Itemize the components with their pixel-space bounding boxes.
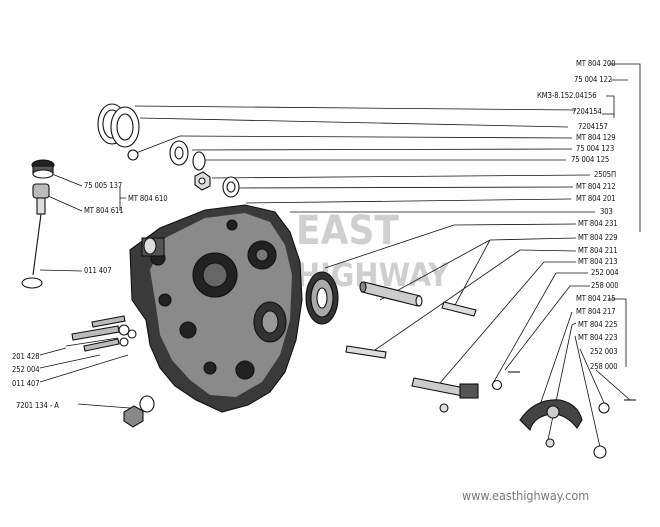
- label-mt-804-129: MT 804 129: [576, 133, 615, 142]
- drain-plug: [123, 395, 155, 428]
- label-mt-804-217: MT 804 217: [576, 307, 615, 316]
- label-258-000-b: 258 000: [590, 362, 618, 371]
- label-mt-804-213: MT 804 213: [578, 257, 617, 266]
- breather-cap: [31, 159, 55, 179]
- dipstick: [21, 183, 50, 289]
- label-mt-804-229: MT 804 229: [578, 233, 617, 242]
- ball-bearing: [305, 271, 339, 325]
- label-mt-804-215: MT 804 215: [576, 294, 615, 303]
- nut: [194, 171, 211, 191]
- label-75-005-137: 75 005 137: [84, 181, 122, 190]
- watermark-east: EAST: [296, 208, 399, 254]
- label-011-407-top: 011 407: [84, 266, 112, 275]
- label-75-004-125: 75 004 125: [571, 155, 609, 164]
- leader-lines: [39, 105, 631, 448]
- label-7204157: 7204157: [578, 122, 608, 131]
- label-mt-804-212: MT 804 212: [576, 182, 615, 191]
- shift-fork: [519, 399, 583, 448]
- shaft-pin-1: [441, 301, 477, 317]
- label-mt-804-211: MT 804 211: [578, 246, 617, 255]
- shaft-pin-2: [345, 345, 387, 359]
- label-mt-804-611: MT 804 611: [84, 206, 123, 215]
- shaft-large: [359, 281, 423, 307]
- small-ring-3: [593, 445, 607, 459]
- oil-seal: [169, 140, 206, 171]
- label-201-428: 201 428: [12, 352, 40, 361]
- o-ring: [127, 149, 139, 161]
- label-252-004: 252 004: [591, 268, 619, 277]
- label-mt-804-201: MT 804 201: [576, 194, 615, 203]
- part-labels-right: MT 804 200 75 004 122 КМЗ-8.152.04156 72…: [537, 59, 619, 371]
- label-75-004-123: 75 004 123: [576, 144, 614, 153]
- part-labels-left: 75 005 137 MT 804 611 MT 804 610 011 407…: [12, 181, 168, 410]
- parts: [21, 103, 636, 459]
- watermark: EAST HIGHWAY: [296, 208, 450, 294]
- label-7204154: 7204154: [572, 107, 602, 116]
- label-2505p: 2505П: [594, 170, 616, 179]
- washer: [222, 176, 240, 198]
- bracket-lines: [602, 63, 641, 367]
- label-75-004-122: 75 004 122: [574, 75, 612, 84]
- label-mt-804-200: MT 804 200: [576, 59, 615, 68]
- label-252-004-left: 252 004: [12, 365, 40, 374]
- selector-shaft: [411, 377, 479, 413]
- label-011-407-bottom: 011 407: [12, 379, 40, 388]
- label-303: 303: [600, 207, 613, 216]
- label-mt-804-231: MT 804 231: [578, 219, 617, 228]
- small-ring-1: [491, 379, 503, 391]
- watermark-url: www.easthighway.com: [462, 488, 589, 503]
- label-kmz-8-152-04156: КМЗ-8.152.04156: [537, 91, 597, 100]
- label-mt-804-223: MT 804 223: [578, 333, 617, 342]
- small-ring-2: [598, 402, 610, 414]
- seal-ring-large: [97, 103, 140, 148]
- label-mt-804-225: MT 804 225: [578, 320, 617, 329]
- bolts: [71, 315, 137, 352]
- gearbox-housing: [129, 204, 303, 413]
- label-252-003: 252 003: [590, 347, 618, 356]
- label-7201-134-a: 7201 134 - A: [16, 401, 59, 410]
- label-mt-804-610: MT 804 610: [128, 194, 167, 203]
- label-258-000: 258 000: [591, 281, 619, 290]
